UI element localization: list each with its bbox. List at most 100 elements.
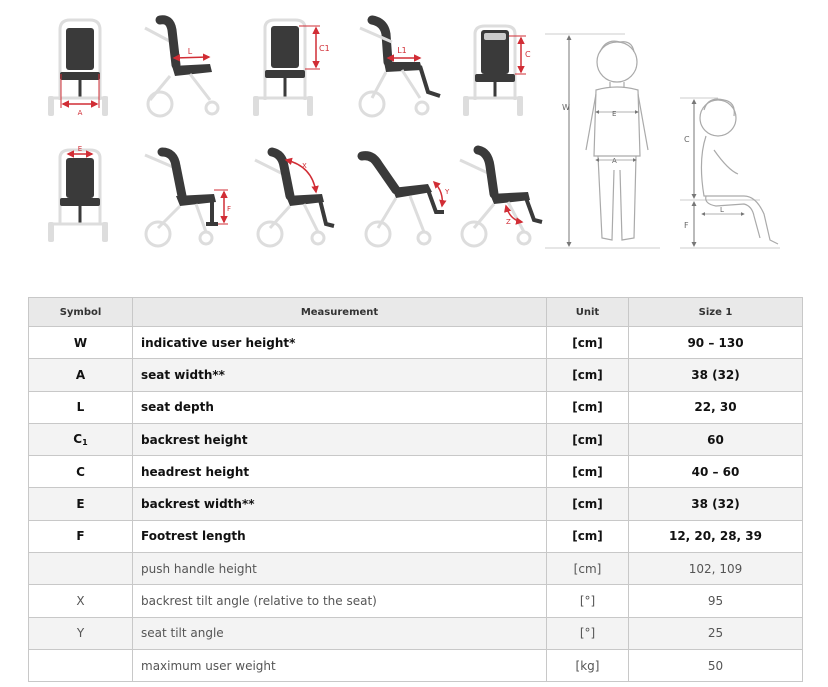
cell-size-text: 50	[707, 658, 724, 673]
cell-unit-text: [°]	[579, 594, 596, 609]
cell-symbol-text: F	[76, 529, 85, 544]
cell-measurement: seat depth	[132, 390, 547, 424]
cell-symbol: Y	[28, 616, 133, 650]
cell-symbol: C1	[28, 422, 133, 457]
table-row: maximum user weight [kg] 50	[28, 648, 803, 683]
cell-unit: [°]	[546, 584, 629, 618]
cell-size: 38 (32)	[628, 358, 803, 392]
cell-symbol: W	[28, 325, 133, 360]
cell-unit: [cm]	[546, 487, 629, 521]
header-size: Size 1	[628, 297, 803, 327]
cell-unit-text: [cm]	[572, 367, 603, 382]
cell-size-text: 12, 20, 28, 39	[668, 529, 762, 544]
label-a-child: A	[612, 157, 617, 165]
cell-symbol-text: A	[75, 367, 86, 382]
cell-size-text: 38 (32)	[691, 367, 740, 382]
cell-symbol: F	[28, 519, 133, 554]
header-measurement: Measurement	[132, 297, 547, 327]
label-l1: L1	[397, 46, 407, 55]
table-row: C1 backrest height [cm] 60	[28, 422, 803, 457]
cell-size: 60	[628, 422, 803, 457]
cell-symbol-text: W	[73, 335, 88, 350]
cell-unit: [cm]	[546, 422, 629, 457]
chair-front-seat-width: A	[48, 18, 108, 117]
cell-unit-text: [cm]	[572, 400, 603, 415]
cell-size: 50	[628, 648, 803, 683]
cell-unit-text: [cm]	[572, 335, 603, 350]
cell-unit: [cm]	[546, 390, 629, 424]
cell-unit-text: [cm]	[573, 561, 602, 576]
cell-measurement-text: seat depth	[141, 400, 214, 415]
cell-symbol-text: X	[76, 594, 85, 609]
cell-measurement-text: seat tilt angle	[141, 626, 224, 641]
cell-symbol: X	[28, 584, 133, 618]
cell-size: 12, 20, 28, 39	[628, 519, 803, 554]
cell-symbol-text: C	[76, 464, 85, 479]
cell-size-text: 40 – 60	[691, 464, 740, 479]
chair-side-backrest-tilt: X	[254, 147, 335, 248]
cell-unit-text: [cm]	[572, 497, 603, 512]
label-y: Y	[444, 188, 450, 196]
chair-side-footrest-length: F	[144, 147, 231, 248]
chair-front-backrest-width: E	[48, 145, 108, 242]
label-c-chair: C	[525, 50, 531, 59]
cell-measurement: maximum user weight	[132, 648, 547, 683]
cell-size: 40 – 60	[628, 455, 803, 489]
chair-side-footrest-tilt: Z	[459, 145, 543, 248]
label-e-chair: E	[78, 145, 82, 153]
cell-symbol-text: C	[73, 432, 83, 447]
cell-measurement: backrest height	[132, 422, 547, 457]
cell-unit: [cm]	[546, 519, 629, 554]
label-l-child: L	[720, 206, 724, 214]
cell-unit: [cm]	[546, 325, 629, 360]
cell-unit-text: [cm]	[572, 529, 603, 544]
cell-size: 102, 109	[628, 552, 803, 586]
child-standing-figure	[545, 33, 660, 249]
cell-unit: [cm]	[546, 552, 629, 586]
label-l: L	[188, 47, 193, 56]
cell-symbol	[28, 552, 133, 586]
child-seated-figure	[680, 97, 780, 249]
cell-unit: [cm]	[546, 358, 629, 392]
cell-size-text: 102, 109	[688, 561, 743, 576]
cell-size: 22, 30	[628, 390, 803, 424]
cell-size-text: 25	[707, 626, 724, 641]
table-row: F Footrest length [cm] 12, 20, 28, 39	[28, 519, 803, 554]
label-x: X	[302, 162, 307, 170]
label-w: W	[562, 103, 570, 112]
cell-size: 90 – 130	[628, 325, 803, 360]
header-unit: Unit	[546, 297, 629, 327]
label-z: Z	[506, 218, 511, 226]
cell-size-text: 38 (32)	[691, 497, 740, 512]
label-c-child: C	[684, 135, 690, 144]
cell-unit-text: [°]	[579, 626, 596, 641]
cell-symbol-text: L	[76, 400, 85, 415]
measurement-diagram: A L C1 L1	[48, 15, 780, 249]
cell-size: 25	[628, 616, 803, 650]
cell-symbol: A	[28, 358, 133, 392]
cell-symbol-text: Y	[76, 626, 85, 641]
cell-symbol: C	[28, 455, 133, 489]
cell-measurement-text: backrest tilt angle (relative to the sea…	[141, 594, 377, 609]
cell-unit-text: [cm]	[572, 432, 603, 447]
cell-measurement: Footrest length	[132, 519, 547, 554]
chair-front-backrest-height: C1	[253, 18, 330, 116]
cell-measurement: seat tilt angle	[132, 616, 547, 650]
cell-unit-text: [kg]	[575, 658, 600, 673]
label-f-child: F	[684, 221, 689, 230]
cell-size: 38 (32)	[628, 487, 803, 521]
cell-unit: [kg]	[546, 648, 629, 683]
table-row: push handle height[cm]102, 109	[28, 552, 803, 586]
cell-size-text: 90 – 130	[687, 335, 744, 350]
cell-unit: [cm]	[546, 455, 629, 489]
header-symbol: Symbol	[28, 297, 133, 327]
chair-front-headrest-height: C	[463, 24, 531, 116]
cell-measurement-text: backrest height	[141, 432, 248, 447]
